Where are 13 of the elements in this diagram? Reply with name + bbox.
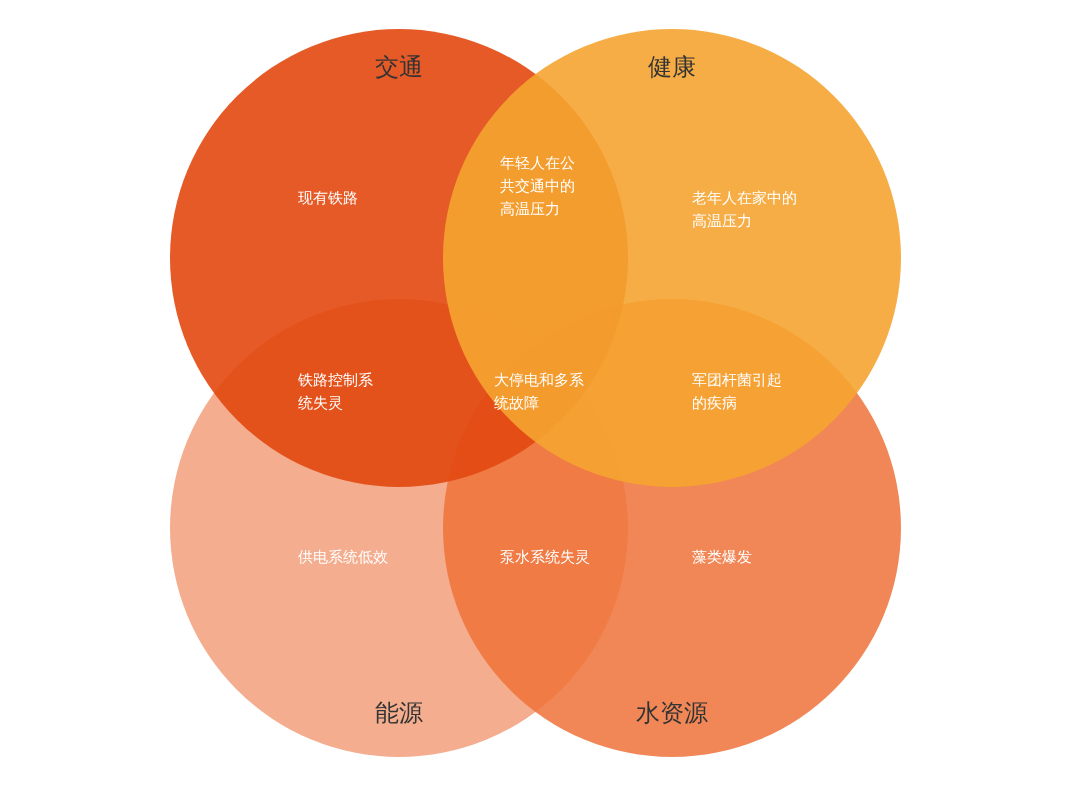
region-label: 供电系统低效 [298, 547, 389, 568]
region-label: 藻类爆发 [692, 547, 753, 568]
region-label: 老年人在家中的高温压力 [692, 188, 798, 232]
region-label: 现有铁路 [298, 188, 359, 209]
circle-title: 能源 [374, 698, 424, 729]
region-label: 大停电和多系统故障 [494, 370, 585, 414]
region-label: 铁路控制系统失灵 [298, 370, 374, 414]
circle-title: 水资源 [635, 698, 709, 729]
region-label: 军团杆菌引起的疾病 [692, 370, 782, 414]
region-label: 年轻人在公共交通中的高温压力 [500, 153, 575, 220]
region-label: 泵水系统失灵 [500, 547, 591, 568]
circle-title: 健康 [647, 52, 697, 83]
circle-title: 交通 [374, 52, 424, 83]
